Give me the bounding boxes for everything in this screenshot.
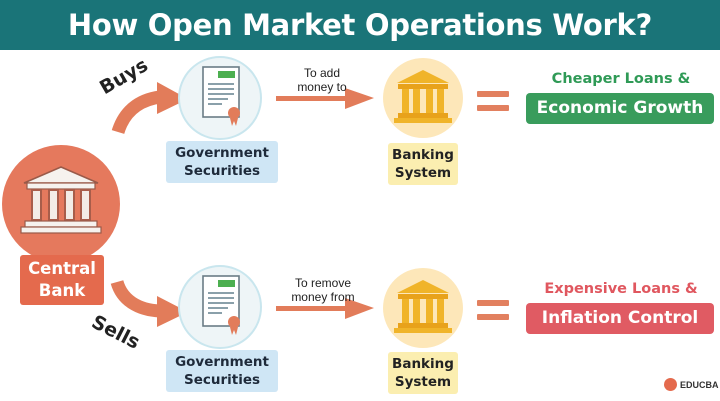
central-bank-circle <box>2 145 120 263</box>
sell-equals-sign <box>477 300 509 322</box>
buy-banking-circle <box>383 58 463 138</box>
buys-arrowhead <box>157 82 188 114</box>
brand-logo-icon <box>664 378 677 391</box>
sells-arrowhead <box>157 296 188 327</box>
central-bank-label: Central Bank <box>20 255 104 305</box>
sells-curved-arrow <box>110 279 161 318</box>
bank-building-icon <box>20 166 102 234</box>
sell-transfer-arrow-shaft <box>276 306 348 311</box>
sell-securities-circle <box>178 265 262 349</box>
sell-banking-label: Banking System <box>388 352 458 394</box>
certificate-document-icon <box>202 66 240 126</box>
sell-securities-label: Government Securities <box>166 350 278 392</box>
sell-result-heading: Expensive Loans & <box>544 281 698 297</box>
buy-result-heading: Cheaper Loans & <box>551 71 691 87</box>
buy-transfer-text: To add money to <box>297 66 347 94</box>
buy-securities-label: Government Securities <box>166 141 278 183</box>
bank-columns-icon <box>394 280 452 333</box>
bank-columns-icon <box>394 70 452 123</box>
buy-result-badge: Economic Growth <box>526 93 714 124</box>
buy-securities-circle <box>178 56 262 140</box>
brand-name: EDUCBA <box>680 380 719 390</box>
buy-transfer-arrowhead <box>345 88 374 109</box>
brand-mark: EDUCBA <box>664 376 719 394</box>
buys-curved-arrow <box>111 90 162 135</box>
buy-equals-sign <box>477 91 509 113</box>
buy-transfer-arrow-shaft <box>276 96 348 101</box>
title-bar <box>0 0 720 50</box>
buy-banking-label: Banking System <box>388 143 458 185</box>
certificate-document-icon <box>202 275 240 335</box>
sell-transfer-text: To remove money from <box>291 276 355 304</box>
page-title: How Open Market Operations Work? <box>67 8 653 42</box>
sell-banking-circle <box>383 268 463 348</box>
sell-transfer-arrowhead <box>345 298 374 319</box>
sell-result-badge: Inflation Control <box>526 303 714 334</box>
